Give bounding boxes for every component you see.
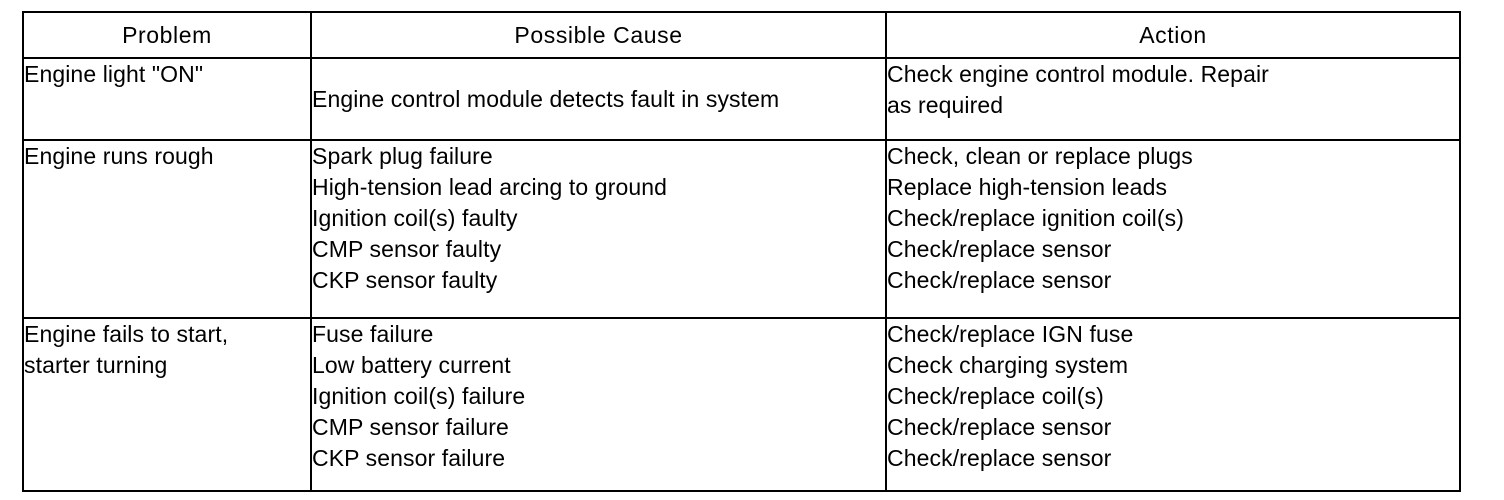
problem-line: Engine runs rough: [24, 143, 214, 169]
list-item: High-tension lead arcing to ground: [312, 174, 668, 200]
list-item: CMP sensor faulty: [312, 236, 502, 262]
cell-action: Check engine control module. Repair as r…: [885, 57, 1461, 141]
cell-problem: Engine fails to start, starter turning: [22, 317, 312, 492]
table-header: Problem Possible Cause Action: [22, 11, 1461, 59]
list-item: CMP sensor failure: [312, 414, 509, 440]
column-header-action: Action: [885, 11, 1461, 59]
table-row: Engine light "ON" Engine control module …: [22, 57, 1461, 141]
action-list: Check, clean or replace plugs Replace hi…: [887, 141, 1459, 296]
column-header-problem: Problem: [22, 11, 312, 59]
list-item: Fuse failure: [312, 321, 434, 347]
cell-action: Check/replace IGN fuse Check charging sy…: [885, 317, 1461, 492]
action-line: as required: [887, 92, 1004, 118]
troubleshooting-table: Problem Possible Cause Action Engine lig…: [22, 11, 1461, 492]
problem-line: Engine fails to start,: [24, 321, 229, 347]
list-item: Check/replace sensor: [887, 445, 1112, 471]
cause-line: Engine control module detects fault in s…: [312, 85, 780, 112]
cell-possible-cause: Engine control module detects fault in s…: [310, 57, 887, 141]
column-header-possible-cause: Possible Cause: [310, 11, 887, 59]
cell-action: Check, clean or replace plugs Replace hi…: [885, 139, 1461, 319]
cause-list: Spark plug failure High-tension lead arc…: [312, 141, 885, 296]
table-body: Engine light "ON" Engine control module …: [22, 57, 1461, 492]
list-item: Check charging system: [887, 352, 1129, 378]
cell-possible-cause: Spark plug failure High-tension lead arc…: [310, 139, 887, 319]
list-item: Replace high-tension leads: [887, 174, 1168, 200]
list-item: Ignition coil(s) faulty: [312, 205, 518, 231]
action-line: Check engine control module. Repair: [887, 61, 1269, 87]
problem-line: Engine light "ON": [24, 61, 204, 87]
table-row: Engine fails to start, starter turning F…: [22, 317, 1461, 492]
cause-list: Fuse failure Low battery current Ignitio…: [312, 319, 885, 474]
list-item: Check/replace coil(s): [887, 383, 1104, 409]
list-item: Check/replace sensor: [887, 236, 1112, 262]
list-item: CKP sensor failure: [312, 445, 506, 471]
header-row: Problem Possible Cause Action: [22, 11, 1461, 59]
action-list: Check/replace IGN fuse Check charging sy…: [887, 319, 1459, 474]
list-item: Check/replace sensor: [887, 267, 1112, 293]
cell-problem: Engine runs rough: [22, 139, 312, 319]
list-item: Check, clean or replace plugs: [887, 143, 1193, 169]
cell-problem: Engine light "ON": [22, 57, 312, 141]
list-item: Check/replace IGN fuse: [887, 321, 1134, 347]
list-item: Check/replace ignition coil(s): [887, 205, 1185, 231]
list-item: Spark plug failure: [312, 143, 493, 169]
problem-line: starter turning: [24, 352, 168, 378]
list-item: Ignition coil(s) failure: [312, 383, 526, 409]
cell-possible-cause: Fuse failure Low battery current Ignitio…: [310, 317, 887, 492]
table-row: Engine runs rough Spark plug failure Hig…: [22, 139, 1461, 319]
list-item: Check/replace sensor: [887, 414, 1112, 440]
list-item: Low battery current: [312, 352, 511, 378]
list-item: CKP sensor faulty: [312, 267, 498, 293]
